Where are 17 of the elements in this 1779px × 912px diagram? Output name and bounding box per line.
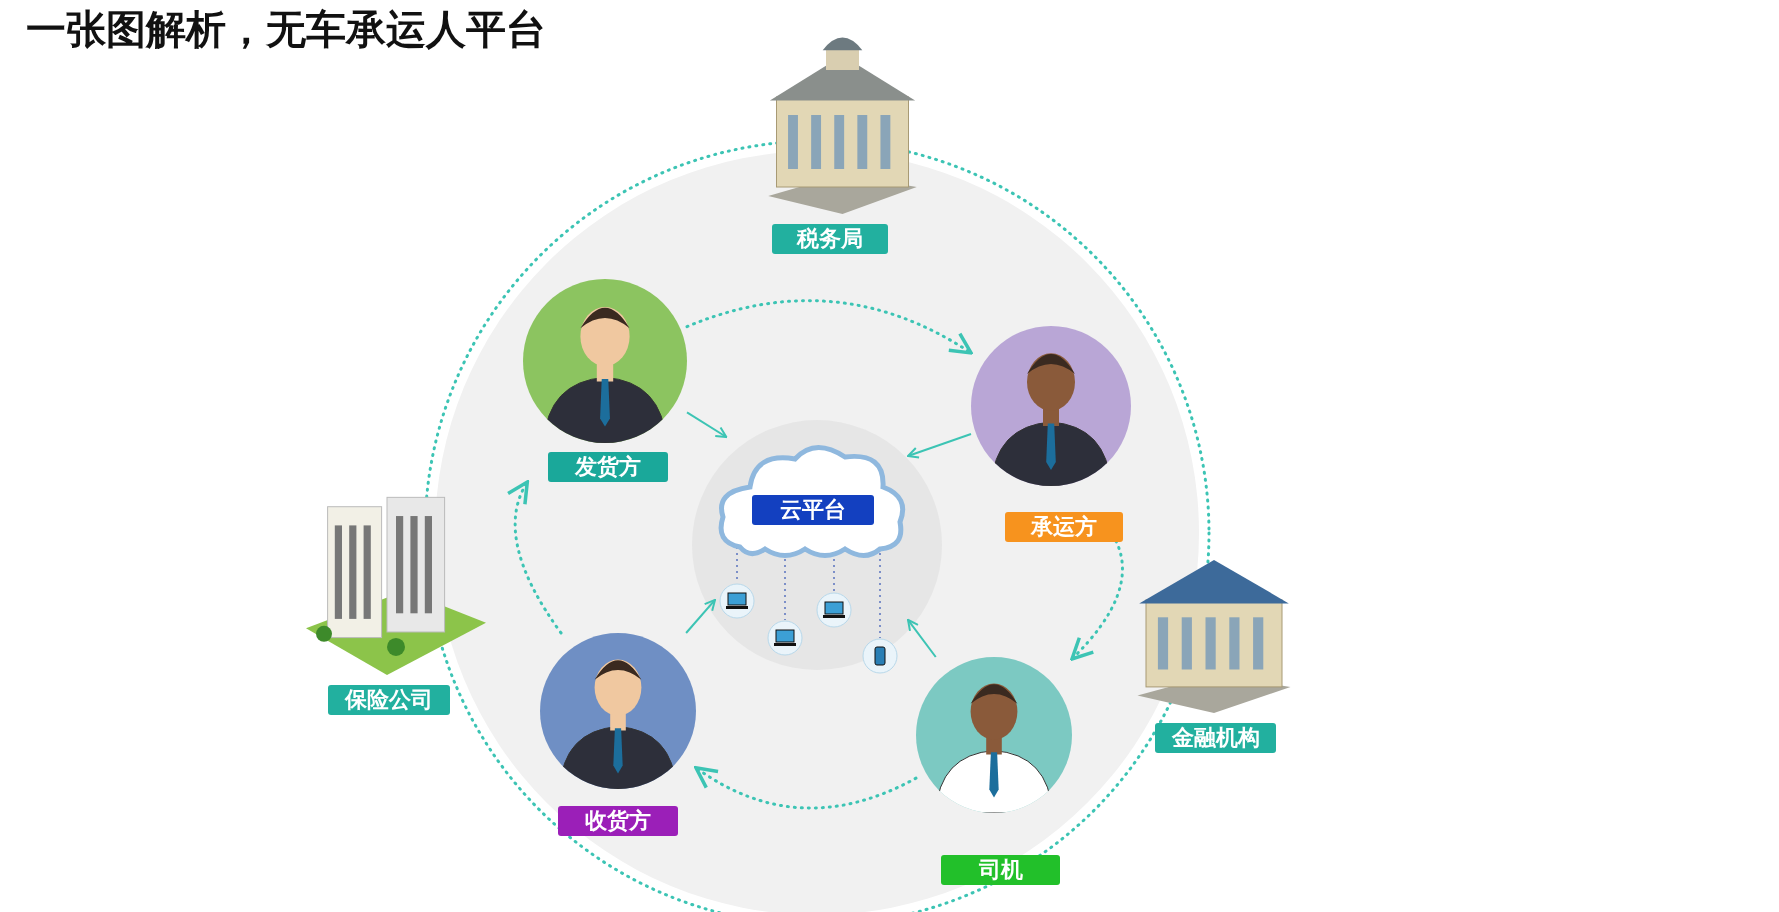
platform-label: 云平台: [752, 495, 874, 525]
arrow: [907, 618, 937, 658]
arrow: [685, 598, 716, 634]
page-title: 一张图解析，无车承运人平台: [26, 5, 546, 54]
arrow: [907, 433, 972, 459]
role-label: 保险公司: [328, 685, 450, 715]
dotted-arrow: [507, 480, 563, 635]
role-label: 司机: [941, 855, 1060, 885]
arrow: [686, 411, 728, 438]
dotted-arrow: [694, 766, 918, 810]
role-label: 金融机构: [1155, 723, 1276, 753]
role-label: 收货方: [558, 806, 678, 836]
role-label: 发货方: [548, 452, 668, 482]
role-label: 税务局: [772, 224, 888, 254]
role-label: 承运方: [1005, 512, 1123, 542]
dotted-arrow: [1070, 539, 1124, 661]
dotted-arrow: [685, 299, 973, 355]
